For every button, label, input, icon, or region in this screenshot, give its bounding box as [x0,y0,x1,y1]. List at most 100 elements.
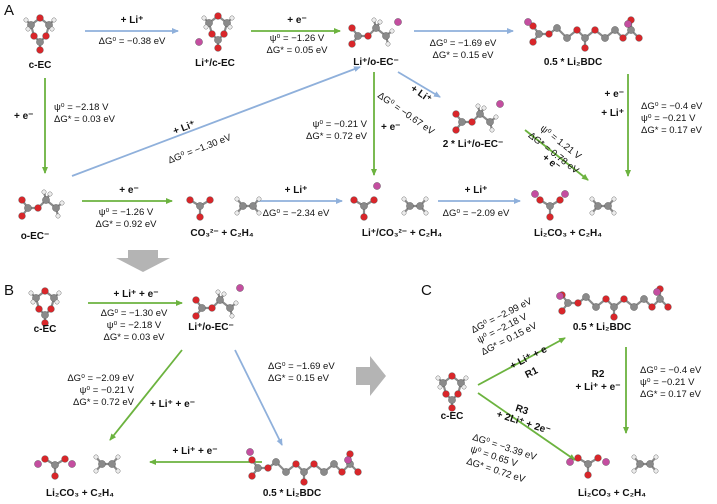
species-b-li2bdc: 0.5 * Li₂BDC [262,488,322,499]
oxygen-atom [292,460,300,468]
oxygen-atom [192,312,200,320]
carbon-atom [196,202,204,210]
value-c-r2-g0: ΔG⁰ = −0.4 eV [640,365,702,376]
species-half-li2bdc: 0.5 * Li₂BDC [543,57,603,68]
hydrogen-atom [55,213,61,219]
lithium-li2co3-a-1 [531,190,539,198]
hydrogen-atom [401,210,407,216]
value-a-cec-li: ΔG⁰ = −0.38 eV [98,36,166,47]
oxygen-atom [574,299,582,307]
oxygen-atom [35,305,43,313]
carbon-atom [646,460,654,468]
carbon-atom [254,464,262,472]
arrow-b-li-oec-to-li2co3 [109,349,183,441]
reagent-a-lico3-li: + Li⁺ [464,185,488,196]
panel-transition-arrow-right [356,356,386,396]
hydrogen-atom [115,468,121,474]
oxygen-atom [18,212,26,220]
oxygen-atom [41,287,49,295]
oxygen-atom [574,454,582,462]
lithium-li2bdc-c-2 [653,288,661,296]
oxygen-atom [18,196,26,204]
reagent-c-r2: + Li⁺ + e⁻ [575,382,621,393]
lithium-li2bdc-c-1 [556,292,564,300]
carbon-atom [564,299,572,307]
species-c-li2co3: Li₂CO₃ + C₂H₄ [577,488,647,499]
molecule-li-co3-a [350,196,378,221]
molecule-li-cec-a [201,12,235,52]
molecule-li-oec-b [192,289,239,320]
oxygen-atom [350,196,358,204]
species-c-li2bdc: 0.5 * Li₂BDC [572,322,632,333]
hydrogen-atom [489,127,495,133]
reagent-a-right-li: + Li⁺ [601,108,624,119]
reagent-a-mid-e: + e⁻ [381,122,401,133]
oxygen-atom [448,404,456,412]
reagent-a-e-top: + e⁻ [287,15,307,26]
lithium-li2co3-c-2 [602,458,610,466]
oxygen-atom [529,22,537,30]
hydrogen-atom [203,24,209,30]
oxygen-atom [348,40,356,48]
carbon-atom [41,311,49,319]
oxygen-atom [30,32,38,40]
oxygen-atom [36,46,44,54]
carbon-atom [98,460,106,468]
carbon-atom [382,32,390,40]
oxygen-atom [602,295,610,303]
carbon-atom [546,202,554,210]
species-li-oec: Li⁺/o-EC⁻ [353,57,399,68]
carbon-atom [50,294,58,302]
value-a-dg-1: ΔG* = 0.05 eV [266,45,328,56]
molecule-c2h4-a-1 [234,196,262,216]
carbon-atom [630,303,638,311]
species-2-li-oec: 2 * Li⁺/o-EC⁻ [442,139,504,150]
carbon-atom [354,32,362,40]
molecule-cec-a [23,14,57,54]
hydrogen-atom [229,313,235,319]
oxygen-atom [196,213,204,221]
hydrogen-atom [51,17,57,23]
carbon-atom [610,303,618,311]
species-oec: o-EC⁻ [20,231,50,242]
carbon-atom [42,196,50,204]
hydrogen-atom [41,189,47,195]
carbon-atom [592,303,600,311]
oxygen-atom [610,313,618,321]
hydrogen-atom [377,19,383,25]
value-a-bdc-gs: ΔG* = 0.15 eV [432,50,494,61]
oxygen-atom [370,196,378,204]
oxygen-atom [442,390,450,398]
hydrogen-atom [589,196,595,202]
oxygen-atom [452,110,460,118]
carbon-atom [360,202,368,210]
oxygen-atom [248,456,256,464]
hydrogen-atom [435,375,441,381]
reagent-a-left-e: + e⁻ [14,111,34,122]
oxygen-atom [51,472,59,480]
value-b-top-psi: ψ⁰ = −2.18 V [106,320,162,331]
carbon-atom [406,202,414,210]
reagent-b-bottom: + Li⁺ + e⁻ [172,446,218,457]
value-c-r2-psi: ψ⁰ = −0.21 V [640,377,695,388]
oxygen-atom [206,196,214,204]
hydrogen-atom [227,24,233,30]
oxygen-atom [556,196,564,204]
oxygen-atom [452,126,460,134]
oxygen-atom [264,464,272,472]
hydrogen-atom [461,384,467,390]
lithium-li2co3-a-2 [561,190,569,198]
molecule-cec-c [435,372,469,412]
carbon-atom [656,295,664,303]
value-b-left-g0: ΔG⁰ = −2.09 eV [67,373,134,384]
reaction-arrows [42,28,631,465]
molecule-li2co3-a [536,196,564,221]
oxygen-atom [34,204,42,212]
carbon-atom [584,460,592,468]
molecule-co3-a [186,196,214,221]
value-c-r2-gs: ΔG* = 0.17 eV [640,389,702,400]
carbon-atom [636,460,644,468]
hydrogen-atom [221,291,227,297]
oxygen-atom [529,38,537,46]
